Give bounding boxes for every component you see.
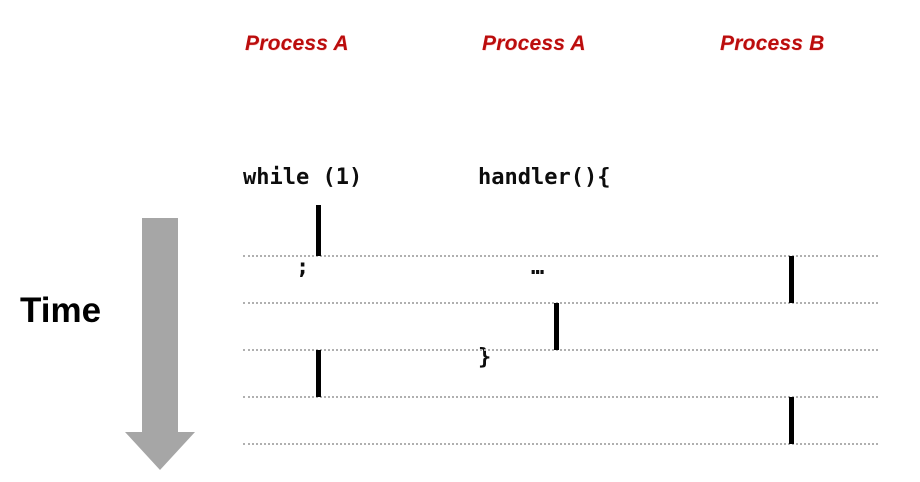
event-tick-process-a-loop-2 (316, 350, 321, 397)
event-tick-process-a-handler-1 (554, 303, 559, 350)
code-line: ; (243, 255, 310, 280)
time-axis-label: Time (20, 291, 102, 330)
code-line: } (478, 345, 492, 370)
column-header-process-b: Process B (720, 32, 825, 55)
timeline-rule (243, 255, 878, 257)
timeline-rule (243, 302, 878, 304)
event-tick-process-b-2 (789, 397, 794, 444)
column-header-process-a-loop: Process A (245, 32, 349, 55)
event-tick-process-a-loop-1 (316, 205, 321, 256)
time-arrow-down-icon (125, 218, 195, 470)
code-line: handler(){ (478, 165, 611, 190)
timeline-rule (243, 349, 878, 351)
code-block-process-a-loop: while (1) ; (243, 103, 362, 343)
timeline-rule (243, 396, 878, 398)
column-header-process-a-handler: Process A (482, 32, 586, 55)
timeline-rule (243, 443, 878, 445)
code-line: … (478, 255, 545, 280)
code-block-process-a-handler: handler(){ … } (478, 103, 610, 433)
event-tick-process-b-1 (789, 256, 794, 303)
code-line: while (1) (243, 165, 363, 190)
